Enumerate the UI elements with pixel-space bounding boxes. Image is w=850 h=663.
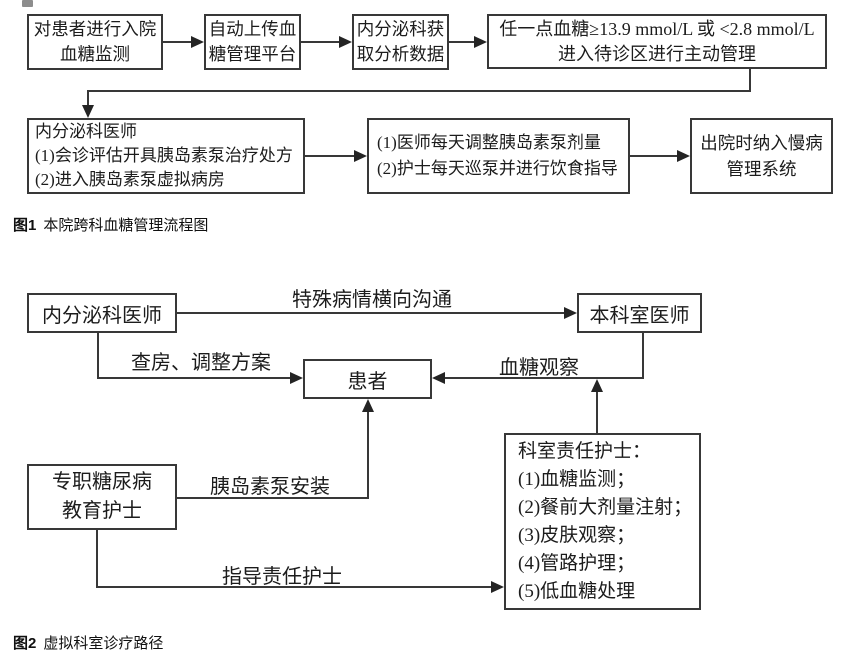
node-text: 对患者进行入院: [33, 19, 157, 39]
connector-line: [367, 408, 369, 499]
edge-label-lateral-communication: 特殊病情横向沟通: [292, 289, 452, 311]
arrowhead-right: [564, 307, 577, 319]
node-text: 内分泌科获: [356, 19, 445, 39]
edge-label-glucose-observation: 血糖观察: [499, 357, 579, 379]
connector-line: [96, 530, 98, 588]
fig2-node-patient: 患者: [303, 359, 432, 399]
connector-line: [177, 312, 567, 314]
node-text: (4)管路护理；: [518, 552, 636, 574]
node-text: (3)皮肤观察；: [518, 524, 636, 546]
edge-label-rounds-adjust-plan: 查房、调整方案: [131, 352, 271, 374]
fig1-caption-label: 图1: [13, 217, 37, 234]
node-text: 专职糖尿病: [52, 471, 152, 493]
node-text: (2)餐前大剂量注射；: [518, 496, 693, 518]
node-text: 患者: [347, 370, 388, 393]
fig1-node-fetch: 内分泌科获 取分析数据: [352, 14, 449, 70]
fig1-caption: 图1 本院跨科血糖管理流程图: [13, 214, 208, 235]
node-text: (1)医师每天调整胰岛素泵剂量: [377, 133, 601, 152]
fig2-node-diabetes-educator: 专职糖尿病 教育护士: [27, 464, 177, 530]
connector-line: [630, 155, 681, 157]
connector-line: [97, 333, 99, 379]
arrowhead-right: [677, 150, 690, 162]
connector-line: [301, 41, 343, 43]
arrowhead-up: [362, 399, 374, 412]
fig2-node-endocrinologist: 内分泌科医师: [27, 293, 177, 333]
fig1-node-discharge: 出院时纳入慢病 管理系统: [690, 118, 833, 194]
node-text: (1)会诊评估开具胰岛素泵治疗处方: [35, 146, 293, 165]
connector-line: [449, 41, 477, 43]
fig2-node-ward-nurse: 科室责任护士： (1)血糖监测； (2)餐前大剂量注射； (3)皮肤观察； (4…: [504, 433, 701, 610]
fig1-node-upload: 自动上传血 糖管理平台: [204, 14, 301, 70]
fig1-node-physician: 内分泌科医师 (1)会诊评估开具胰岛素泵治疗处方 (2)进入胰岛素泵虚拟病房: [27, 118, 305, 194]
connector-line: [440, 377, 644, 379]
fig1-node-threshold: 任一点血糖≥13.9 mmol/L 或 <2.8 mmol/L 进入待诊区进行主…: [487, 14, 827, 69]
arrowhead-right: [354, 150, 367, 162]
connector-line: [177, 497, 369, 499]
node-text: 教育护士: [62, 500, 142, 522]
arrowhead-left: [432, 372, 445, 384]
node-text: (5)低血糖处理: [518, 580, 636, 602]
arrowhead-right: [191, 36, 204, 48]
connector-line: [87, 90, 751, 92]
node-text: 进入待诊区进行主动管理: [558, 43, 756, 64]
arrowhead-right: [491, 581, 504, 593]
connector-line: [163, 41, 196, 43]
fig2-caption: 图2 虚拟科室诊疗路径: [13, 632, 163, 653]
connector-line: [97, 377, 297, 379]
cropped-text-fragment: [22, 0, 33, 7]
node-text: 科室责任护士：: [518, 440, 652, 462]
node-text: 本科室医师: [589, 304, 690, 327]
node-text: 取分析数据: [356, 44, 445, 64]
fig1-node-admission: 对患者进行入院 血糖监测: [27, 14, 163, 70]
node-text: 自动上传血: [208, 19, 297, 39]
node-text: (1)血糖监测；: [518, 468, 636, 490]
connector-line: [305, 155, 358, 157]
fig1-node-daily-management: (1)医师每天调整胰岛素泵剂量 (2)护士每天巡泵并进行饮食指导: [367, 118, 630, 194]
node-text: 内分泌科医师: [42, 304, 162, 327]
node-text: 任一点血糖≥13.9 mmol/L 或 <2.8 mmol/L: [499, 18, 815, 39]
connector-line: [87, 90, 89, 107]
arrowhead-right: [339, 36, 352, 48]
edge-label-pump-installation: 胰岛素泵安装: [210, 476, 330, 498]
node-text: 血糖监测: [60, 44, 130, 64]
arrowhead-down: [82, 105, 94, 118]
fig2-caption-label: 图2: [13, 635, 37, 652]
node-text: 管理系统: [726, 159, 797, 179]
arrowhead-right: [474, 36, 487, 48]
node-text: (2)进入胰岛素泵虚拟病房: [35, 170, 225, 189]
node-text: (2)护士每天巡泵并进行饮食指导: [377, 159, 618, 178]
connector-line: [96, 586, 498, 588]
connector-line: [596, 390, 598, 433]
fig1-caption-text: 本院跨科血糖管理流程图: [43, 217, 209, 234]
node-text: 出院时纳入慢病: [700, 133, 823, 153]
node-text: 糖管理平台: [208, 44, 297, 64]
edge-label-guide-duty-nurse: 指导责任护士: [222, 566, 342, 588]
arrowhead-up: [591, 379, 603, 392]
fig2-node-ward-doctor: 本科室医师: [577, 293, 702, 333]
fig2-caption-text: 虚拟科室诊疗路径: [43, 635, 164, 652]
connector-line: [642, 333, 644, 379]
connector-line: [749, 68, 751, 92]
node-text: 内分泌科医师: [35, 122, 137, 141]
arrowhead-right: [290, 372, 303, 384]
